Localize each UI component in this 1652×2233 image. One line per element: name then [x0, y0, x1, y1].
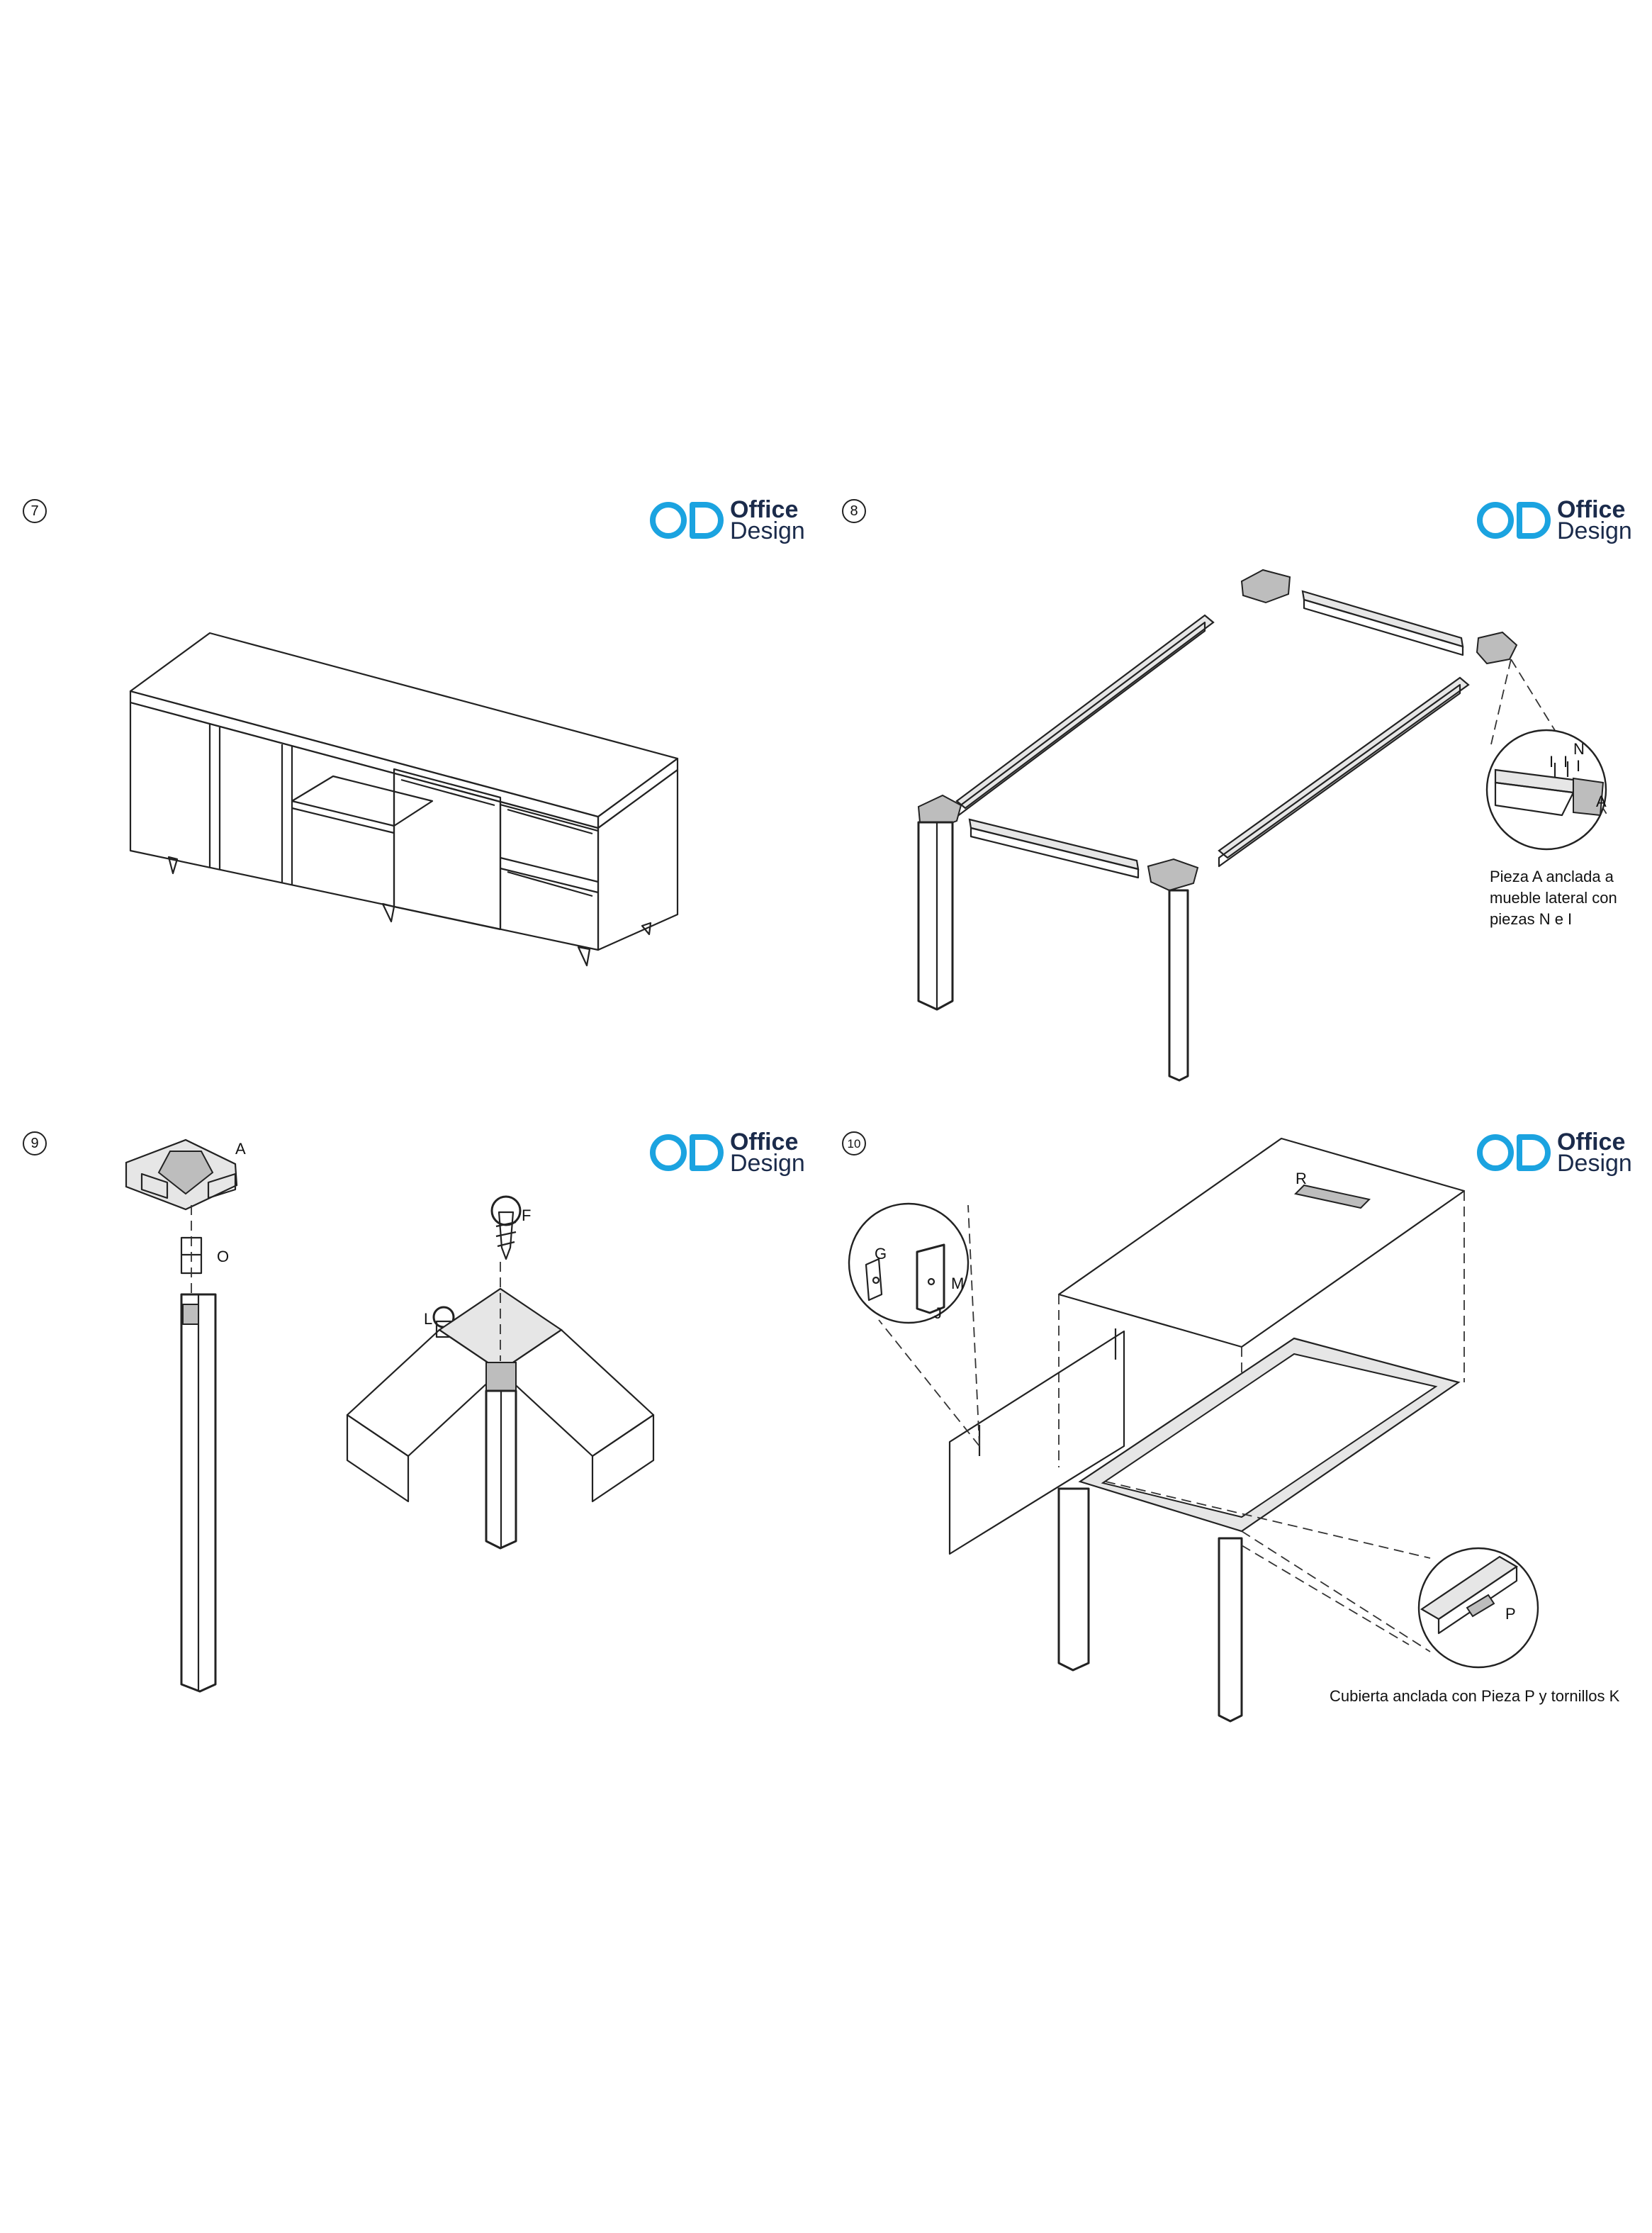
label-a-detail: A	[1596, 793, 1607, 810]
brand-name-line1: Office	[730, 496, 799, 523]
step-9-number: 9	[23, 1131, 47, 1155]
brand-name-line1: Office	[1557, 496, 1626, 523]
step-7-number-text: 7	[30, 503, 39, 519]
step-8-number: 8	[842, 499, 866, 523]
brand-name-line2: Design	[730, 1150, 805, 1177]
brand-name-line2: Design	[1557, 1150, 1632, 1177]
label-j-screw: J	[934, 1304, 942, 1322]
step-10-number: 10	[842, 1131, 866, 1155]
step-10-note: Cubierta anclada con Pieza P y tornillos…	[1330, 1687, 1620, 1705]
brand-name-line2: Design	[1557, 517, 1632, 544]
label-i-detail-2: I	[1563, 753, 1568, 771]
brand-name-line1: Office	[1557, 1129, 1626, 1155]
step-8-note: Pieza A anclada a mueble lateral con pie…	[1490, 868, 1617, 928]
label-n-detail: N	[1573, 740, 1585, 758]
brand-logo-7: Office Design	[648, 496, 819, 546]
label-p-piece: P	[1505, 1605, 1516, 1623]
brand-logo-8: Office Design	[1476, 496, 1646, 546]
step-8-number-text: 8	[850, 503, 858, 519]
label-i-detail-1: I	[1549, 753, 1554, 771]
label-g-plate: G	[875, 1245, 887, 1263]
label-o-piece: O	[217, 1248, 230, 1265]
od-logo-icon	[650, 1134, 724, 1171]
brand-name-line2: Design	[730, 517, 805, 544]
step-7-number: 7	[23, 499, 47, 523]
brand-logo-10: Office Design	[1476, 1129, 1646, 1178]
label-i-detail-3: I	[1576, 757, 1581, 775]
label-a-connector: A	[235, 1140, 246, 1158]
brand-name-line1: Office	[730, 1129, 799, 1155]
step-10-number-text: 10	[847, 1137, 861, 1151]
label-r-grommet: R	[1296, 1170, 1307, 1187]
brand-logo-9: Office Design	[648, 1129, 819, 1178]
od-logo-icon	[1477, 502, 1551, 539]
label-f-screw: F	[522, 1207, 532, 1224]
step-9-number-text: 9	[30, 1136, 39, 1151]
od-logo-icon	[1477, 1134, 1551, 1171]
label-m-bracket: M	[951, 1275, 965, 1292]
label-l-cap: L	[424, 1310, 433, 1328]
od-logo-icon	[650, 502, 724, 539]
